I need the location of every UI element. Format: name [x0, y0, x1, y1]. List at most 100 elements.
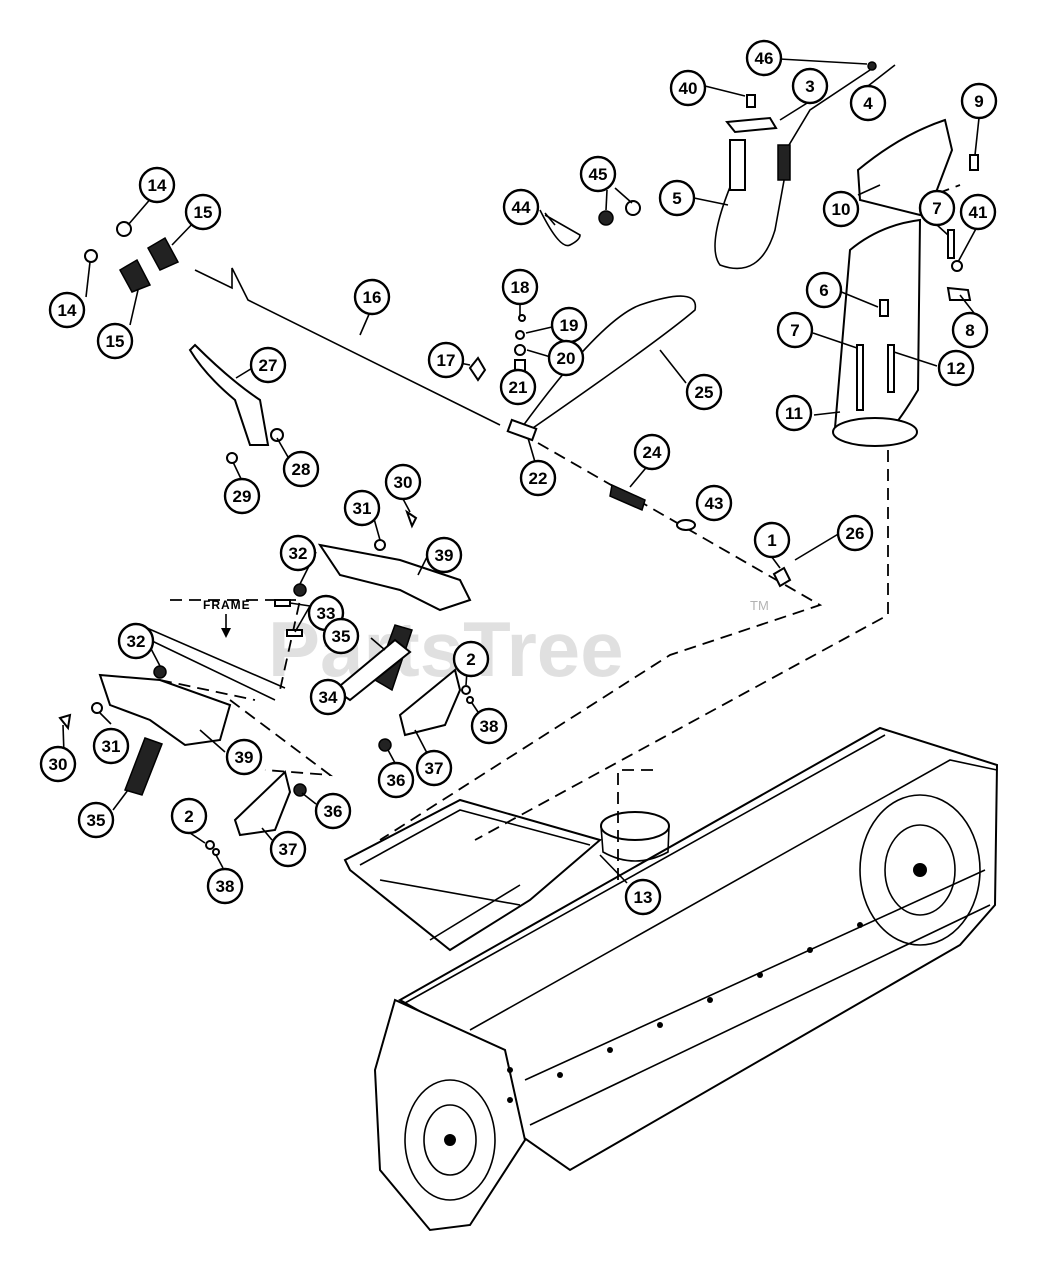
nut-14-left: [84, 249, 98, 263]
clip-8: [946, 286, 972, 301]
bolt-7-left: [856, 344, 864, 411]
callout-32-upper: 32: [279, 534, 317, 572]
callout-29: 29: [223, 477, 261, 515]
callout-38-lower: 38: [206, 867, 244, 905]
svg-text:9: 9: [974, 92, 983, 111]
callout-20: 20: [547, 339, 585, 377]
frame-arrow-head: [221, 628, 231, 638]
housing-top-edge: [404, 734, 998, 1031]
svg-text:12: 12: [947, 359, 966, 378]
hardware: [58, 61, 979, 856]
callout-39-upper: 39: [425, 536, 463, 574]
svg-text:7: 7: [932, 199, 941, 218]
frame-indicator: FRAME: [139, 598, 286, 701]
svg-text:39: 39: [435, 546, 454, 565]
nut-14-right: [116, 221, 132, 237]
svg-text:25: 25: [695, 383, 714, 402]
callout-2-upper: 2: [452, 640, 490, 678]
right-bearing-plate: [859, 794, 981, 946]
svg-text:11: 11: [785, 404, 803, 423]
svg-text:32: 32: [127, 632, 146, 651]
svg-text:26: 26: [846, 524, 865, 543]
callout-34: 34: [309, 678, 347, 716]
callout-35-upper: 35: [322, 617, 360, 655]
pin-18: [518, 314, 526, 322]
svg-text:19: 19: [560, 316, 579, 335]
svg-text:31: 31: [353, 499, 372, 518]
callout-16: 16: [353, 278, 391, 316]
chute-body: [833, 218, 922, 432]
cotter-38-upper: [466, 696, 474, 704]
svg-text:27: 27: [259, 356, 278, 375]
callout-44: 44: [502, 188, 540, 226]
callout-1: 1: [753, 521, 791, 559]
svg-text:38: 38: [216, 877, 235, 896]
right-bearing-hub: [913, 863, 927, 877]
svg-text:41: 41: [969, 203, 988, 222]
clamp-1: [772, 566, 792, 588]
right-bearing-inner: [884, 824, 956, 916]
cotter-38-lower: [212, 848, 220, 856]
svg-text:37: 37: [279, 840, 298, 859]
svg-text:38: 38: [480, 717, 499, 736]
washer-19: [515, 330, 525, 340]
callout-15-lower: 15: [96, 322, 134, 360]
callout-30-upper: 30: [384, 463, 422, 501]
callout-30-lower: 30: [39, 745, 77, 783]
brackets: [98, 543, 472, 837]
svg-text:44: 44: [512, 198, 531, 217]
pin-2-lower: [205, 840, 215, 850]
svg-text:43: 43: [705, 494, 724, 513]
svg-text:35: 35: [332, 627, 351, 646]
svg-text:8: 8: [965, 321, 974, 340]
svg-text:21: 21: [509, 378, 528, 397]
plate-37-upper: [398, 668, 462, 737]
washer-41: [951, 260, 963, 272]
callouts: 46 40 3 4 9 5 45 44 10 7 41 14 15 14 15 …: [39, 39, 998, 916]
callout-37-lower: 37: [269, 830, 307, 868]
svg-text:35: 35: [87, 811, 106, 830]
callout-31-lower: 31: [92, 727, 130, 765]
frame-label: FRAME: [203, 598, 251, 612]
svg-text:2: 2: [466, 650, 475, 669]
svg-text:39: 39: [235, 748, 254, 767]
nut-45-b: [625, 200, 641, 216]
screw-33-a: [274, 599, 291, 607]
svg-text:6: 6: [819, 281, 828, 300]
nut-32-upper: [293, 583, 307, 597]
wing-30-lower: [58, 713, 72, 731]
callout-36-lower: 36: [314, 792, 352, 830]
callout-28: 28: [282, 450, 320, 488]
callout-26: 26: [836, 514, 874, 552]
callout-14-upper: 14: [138, 166, 176, 204]
pin-46: [867, 61, 877, 71]
hitch-frame-members: [359, 809, 591, 941]
pin-17: [468, 356, 487, 382]
callout-9: 9: [960, 82, 998, 120]
nut-45-a: [598, 210, 614, 226]
bracket-mount-line-1: [229, 699, 334, 777]
callout-13: 13: [624, 878, 662, 916]
chute-base-flange: [832, 417, 918, 447]
washer-31-lower: [91, 702, 103, 714]
svg-text:32: 32: [289, 544, 308, 563]
svg-text:36: 36: [324, 802, 343, 821]
left-bearing-hub: [444, 1134, 456, 1146]
watermark-trademark: TM: [750, 598, 769, 613]
plate-37-lower: [233, 770, 292, 837]
svg-text:16: 16: [363, 288, 382, 307]
left-bearing-inner: [423, 1104, 477, 1176]
callout-25: 25: [685, 373, 723, 411]
chute-crank-cable: [714, 174, 786, 270]
spring-24: [609, 483, 646, 512]
crank-shaft-5: [729, 139, 746, 191]
callout-41: 41: [959, 193, 997, 231]
svg-text:34: 34: [319, 688, 338, 707]
bolt-9: [969, 154, 979, 171]
spring-35-lower: [124, 737, 163, 796]
svg-text:18: 18: [511, 278, 530, 297]
svg-text:15: 15: [106, 332, 125, 351]
svg-text:24: 24: [643, 443, 662, 462]
callout-45: 45: [579, 155, 617, 193]
